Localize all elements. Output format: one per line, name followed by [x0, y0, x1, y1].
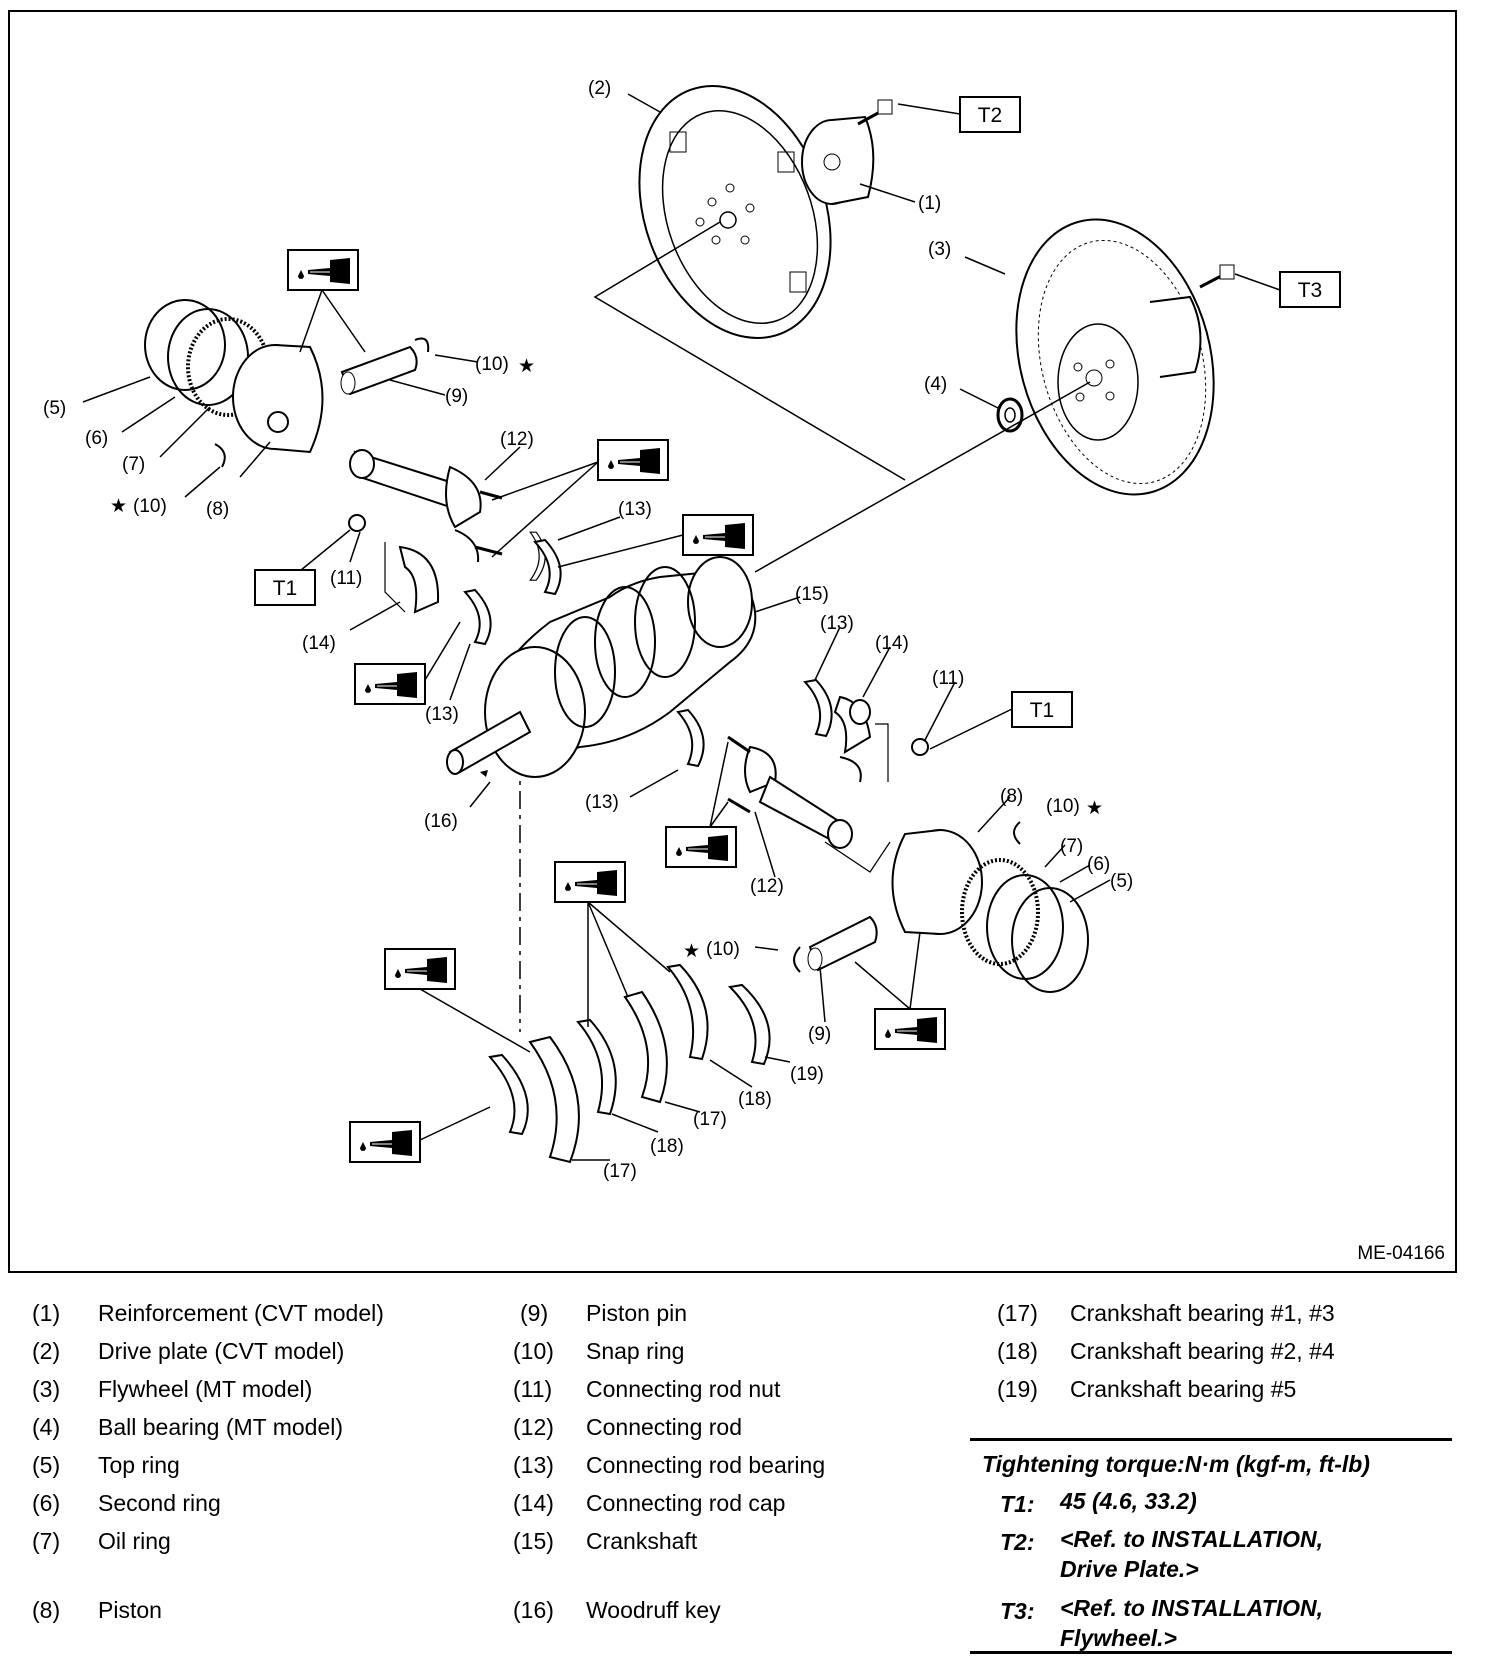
left-piston-assembly [144, 299, 430, 468]
svg-text:★: ★ [518, 356, 535, 377]
exploded-view-figure: T2 T3 T1 T1 (2) (1) (3) (4) (5) (6) (7) … [8, 10, 1457, 1273]
svg-text:(1): (1) [918, 193, 941, 214]
svg-text:(2): (2) [588, 78, 611, 99]
torque-title: Tightening torque:N·m (kgf-m, ft-lb) [982, 1451, 1370, 1477]
crankshaft-piston-diagram: T2 T3 T1 T1 (2) (1) (3) (4) (5) (6) (7) … [43, 78, 1341, 1182]
svg-text:(3): (3) [928, 239, 951, 260]
torque-key: T3: [1000, 1598, 1035, 1624]
svg-text:(13): (13) [585, 792, 619, 813]
svg-text:★: ★ [110, 496, 127, 517]
svg-text:(10): (10) [475, 354, 509, 375]
svg-text:(11): (11) [330, 568, 362, 589]
tightening-torque-table: Tightening torque:N·m (kgf-m, ft-lb) T1:… [970, 1438, 1452, 1654]
svg-text:(17): (17) [693, 1109, 727, 1130]
svg-text:(4): (4) [924, 374, 947, 395]
figure-code: ME-04166 [1357, 1243, 1445, 1264]
torque-value: <Ref. to INSTALLATION,Drive Plate.> [1060, 1526, 1323, 1582]
svg-text:(8): (8) [1000, 786, 1023, 807]
svg-text:(7): (7) [122, 454, 145, 475]
svg-text:★: ★ [1086, 798, 1103, 819]
svg-text:(18): (18) [738, 1089, 772, 1110]
torque-box-t2: T2 [959, 96, 1021, 133]
crankshaft-bearings [488, 963, 771, 1164]
svg-text:(6): (6) [85, 428, 108, 449]
svg-text:(8): (8) [206, 499, 229, 520]
rod-cap-left [348, 514, 440, 614]
torque-box-t1-left: T1 [254, 569, 316, 606]
connecting-rod-upper [349, 449, 503, 563]
svg-text:(5): (5) [1110, 871, 1133, 892]
svg-text:(14): (14) [875, 633, 909, 654]
assembly-lines [519, 221, 1091, 1032]
svg-text:(13): (13) [425, 704, 459, 725]
svg-text:(14): (14) [302, 633, 336, 654]
svg-text:(15): (15) [795, 584, 829, 605]
crankshaft [446, 556, 757, 778]
torque-value: 45 (4.6, 33.2) [1060, 1488, 1197, 1514]
torque-value: <Ref. to INSTALLATION,Flywheel.> [1060, 1595, 1323, 1651]
svg-text:(17): (17) [603, 1161, 637, 1182]
right-piston-assembly [793, 821, 1089, 993]
torque-key: T1: [1000, 1491, 1035, 1517]
flywheel [1015, 218, 1235, 496]
reinforcement [801, 99, 893, 205]
svg-text:(10): (10) [706, 939, 740, 960]
ball-bearing [996, 397, 1024, 433]
svg-text:(9): (9) [445, 386, 468, 407]
svg-text:T3: T3 [1298, 279, 1323, 302]
svg-text:(10): (10) [1046, 796, 1080, 817]
rod-cap-right [833, 695, 929, 783]
torque-box-t3: T3 [1279, 271, 1341, 308]
svg-text:(13): (13) [820, 613, 854, 634]
svg-text:(7): (7) [1060, 836, 1083, 857]
connecting-rod-lower [727, 735, 891, 873]
callout-labels: (2) (1) (3) (4) (5) (6) (7) (8) (9) (10)… [43, 78, 1133, 1182]
svg-text:T1: T1 [1030, 699, 1055, 722]
svg-text:(18): (18) [650, 1136, 684, 1157]
svg-text:(11): (11) [932, 668, 964, 689]
svg-text:★: ★ [683, 941, 700, 962]
svg-text:(12): (12) [500, 429, 534, 450]
svg-text:(12): (12) [750, 876, 784, 897]
svg-text:T2: T2 [978, 104, 1003, 127]
torque-key: T2: [1000, 1529, 1035, 1555]
svg-text:(9): (9) [808, 1024, 831, 1045]
svg-text:(16): (16) [424, 811, 458, 832]
rod-bearing-shells [463, 531, 833, 768]
svg-text:(13): (13) [618, 499, 652, 520]
torque-box-t1-right: T1 [1011, 691, 1073, 728]
drive-plate [638, 85, 832, 339]
leader-lines [82, 93, 1281, 1161]
svg-text:T1: T1 [273, 577, 298, 600]
svg-text:(5): (5) [43, 398, 66, 419]
svg-text:(6): (6) [1087, 854, 1110, 875]
svg-text:(19): (19) [790, 1064, 824, 1085]
svg-text:(10): (10) [133, 496, 167, 517]
